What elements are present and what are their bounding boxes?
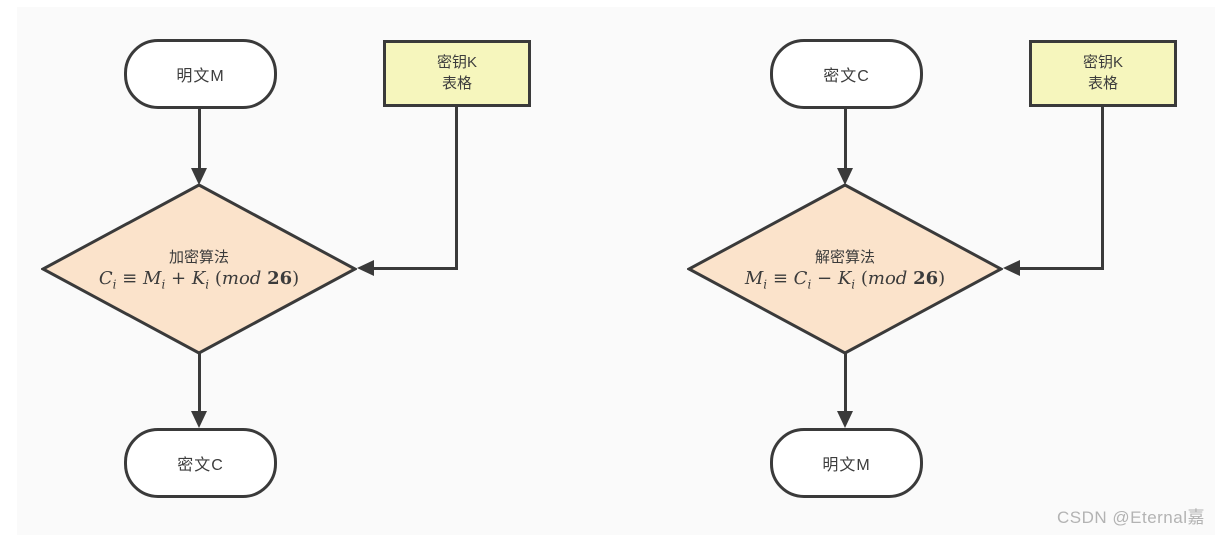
process-label-block: 加密算法 Ci ≡ Mi + Ki (mod 26) [41,183,357,355]
arrow-start-to-process-line [198,106,201,170]
formula-lhs-sub: i [112,277,117,292]
key-table-label-line1: 密钥K [1082,54,1123,72]
formula-mod-word: mod [221,268,262,290]
formula-open-paren: ( [860,268,868,290]
key-connector-horizontal-line [372,267,458,270]
key-connector-vertical-line [1101,105,1104,270]
formula-mod-num: 26 [913,268,939,290]
start-node-label: 明文M [176,68,225,85]
formula-b-sub: i [205,277,210,292]
decryption-process-diamond: 解密算法 Mi ≡ Ci − Ki (mod 26) [687,183,1003,355]
watermark: CSDN @Eternal嘉 [1056,508,1205,527]
formula-rel: ≡ [122,268,138,290]
encryption-flowchart: 明文M 密钥K 表格 加密算法 Ci ≡ Mi + Ki (mod 26) 密文… [41,0,531,535]
formula-b: K [837,268,852,290]
arrow-process-to-end-line [198,353,201,412]
formula-lhs: C [98,268,113,290]
end-node-label: 明文M [822,457,871,474]
process-label-block: 解密算法 Mi ≡ Ci − Ki (mod 26) [687,183,1003,355]
key-connector-vertical-line [455,105,458,270]
formula-a-sub: i [161,277,166,292]
arrow-start-to-process-head [191,168,207,185]
decryption-flowchart: 密文C 密钥K 表格 解密算法 Mi ≡ Ci − Ki (mod 26) 明文… [687,0,1177,535]
formula-close-paren: ) [292,268,300,290]
key-table-node: 密钥K 表格 [1029,40,1177,107]
key-connector-horizontal-line [1018,267,1104,270]
arrow-process-to-end-line [844,353,847,412]
arrow-process-to-end-head [837,411,853,428]
key-connector-arrow-head [1003,260,1020,276]
formula-rel: ≡ [772,268,788,290]
start-node-label: 密文C [823,68,870,85]
arrow-process-to-end-head [191,411,207,428]
process-formula: Ci ≡ Mi + Ki (mod 26) [99,268,299,292]
formula-open-paren: ( [214,268,222,290]
ciphertext-end-node: 密文C [124,428,277,498]
formula-mod-word: mod [867,268,908,290]
formula-b-sub: i [851,277,856,292]
formula-lhs: M [744,268,764,290]
arrow-start-to-process-head [837,168,853,185]
formula-close-paren: ) [938,268,946,290]
process-title: 加密算法 [168,249,229,267]
key-table-label-line2: 表格 [1087,74,1118,92]
encryption-process-diamond: 加密算法 Ci ≡ Mi + Ki (mod 26) [41,183,357,355]
ciphertext-start-node: 密文C [770,39,923,109]
formula-a-sub: i [807,277,812,292]
key-table-node: 密钥K 表格 [383,40,531,107]
formula-mod-num: 26 [267,268,293,290]
formula-a: M [143,268,162,290]
process-title: 解密算法 [814,249,875,267]
key-table-label-line1: 密钥K [436,54,477,72]
formula-a: C [793,268,808,290]
formula-b: K [191,268,206,290]
key-connector-arrow-head [357,260,374,276]
key-table-label-line2: 表格 [441,74,472,92]
arrow-start-to-process-line [844,106,847,170]
formula-op: − [817,268,833,290]
formula-op: + [171,268,187,290]
plaintext-start-node: 明文M [124,39,277,109]
formula-lhs-sub: i [763,277,768,292]
process-formula: Mi ≡ Ci − Ki (mod 26) [745,268,945,292]
plaintext-end-node: 明文M [770,428,923,498]
end-node-label: 密文C [177,457,224,474]
